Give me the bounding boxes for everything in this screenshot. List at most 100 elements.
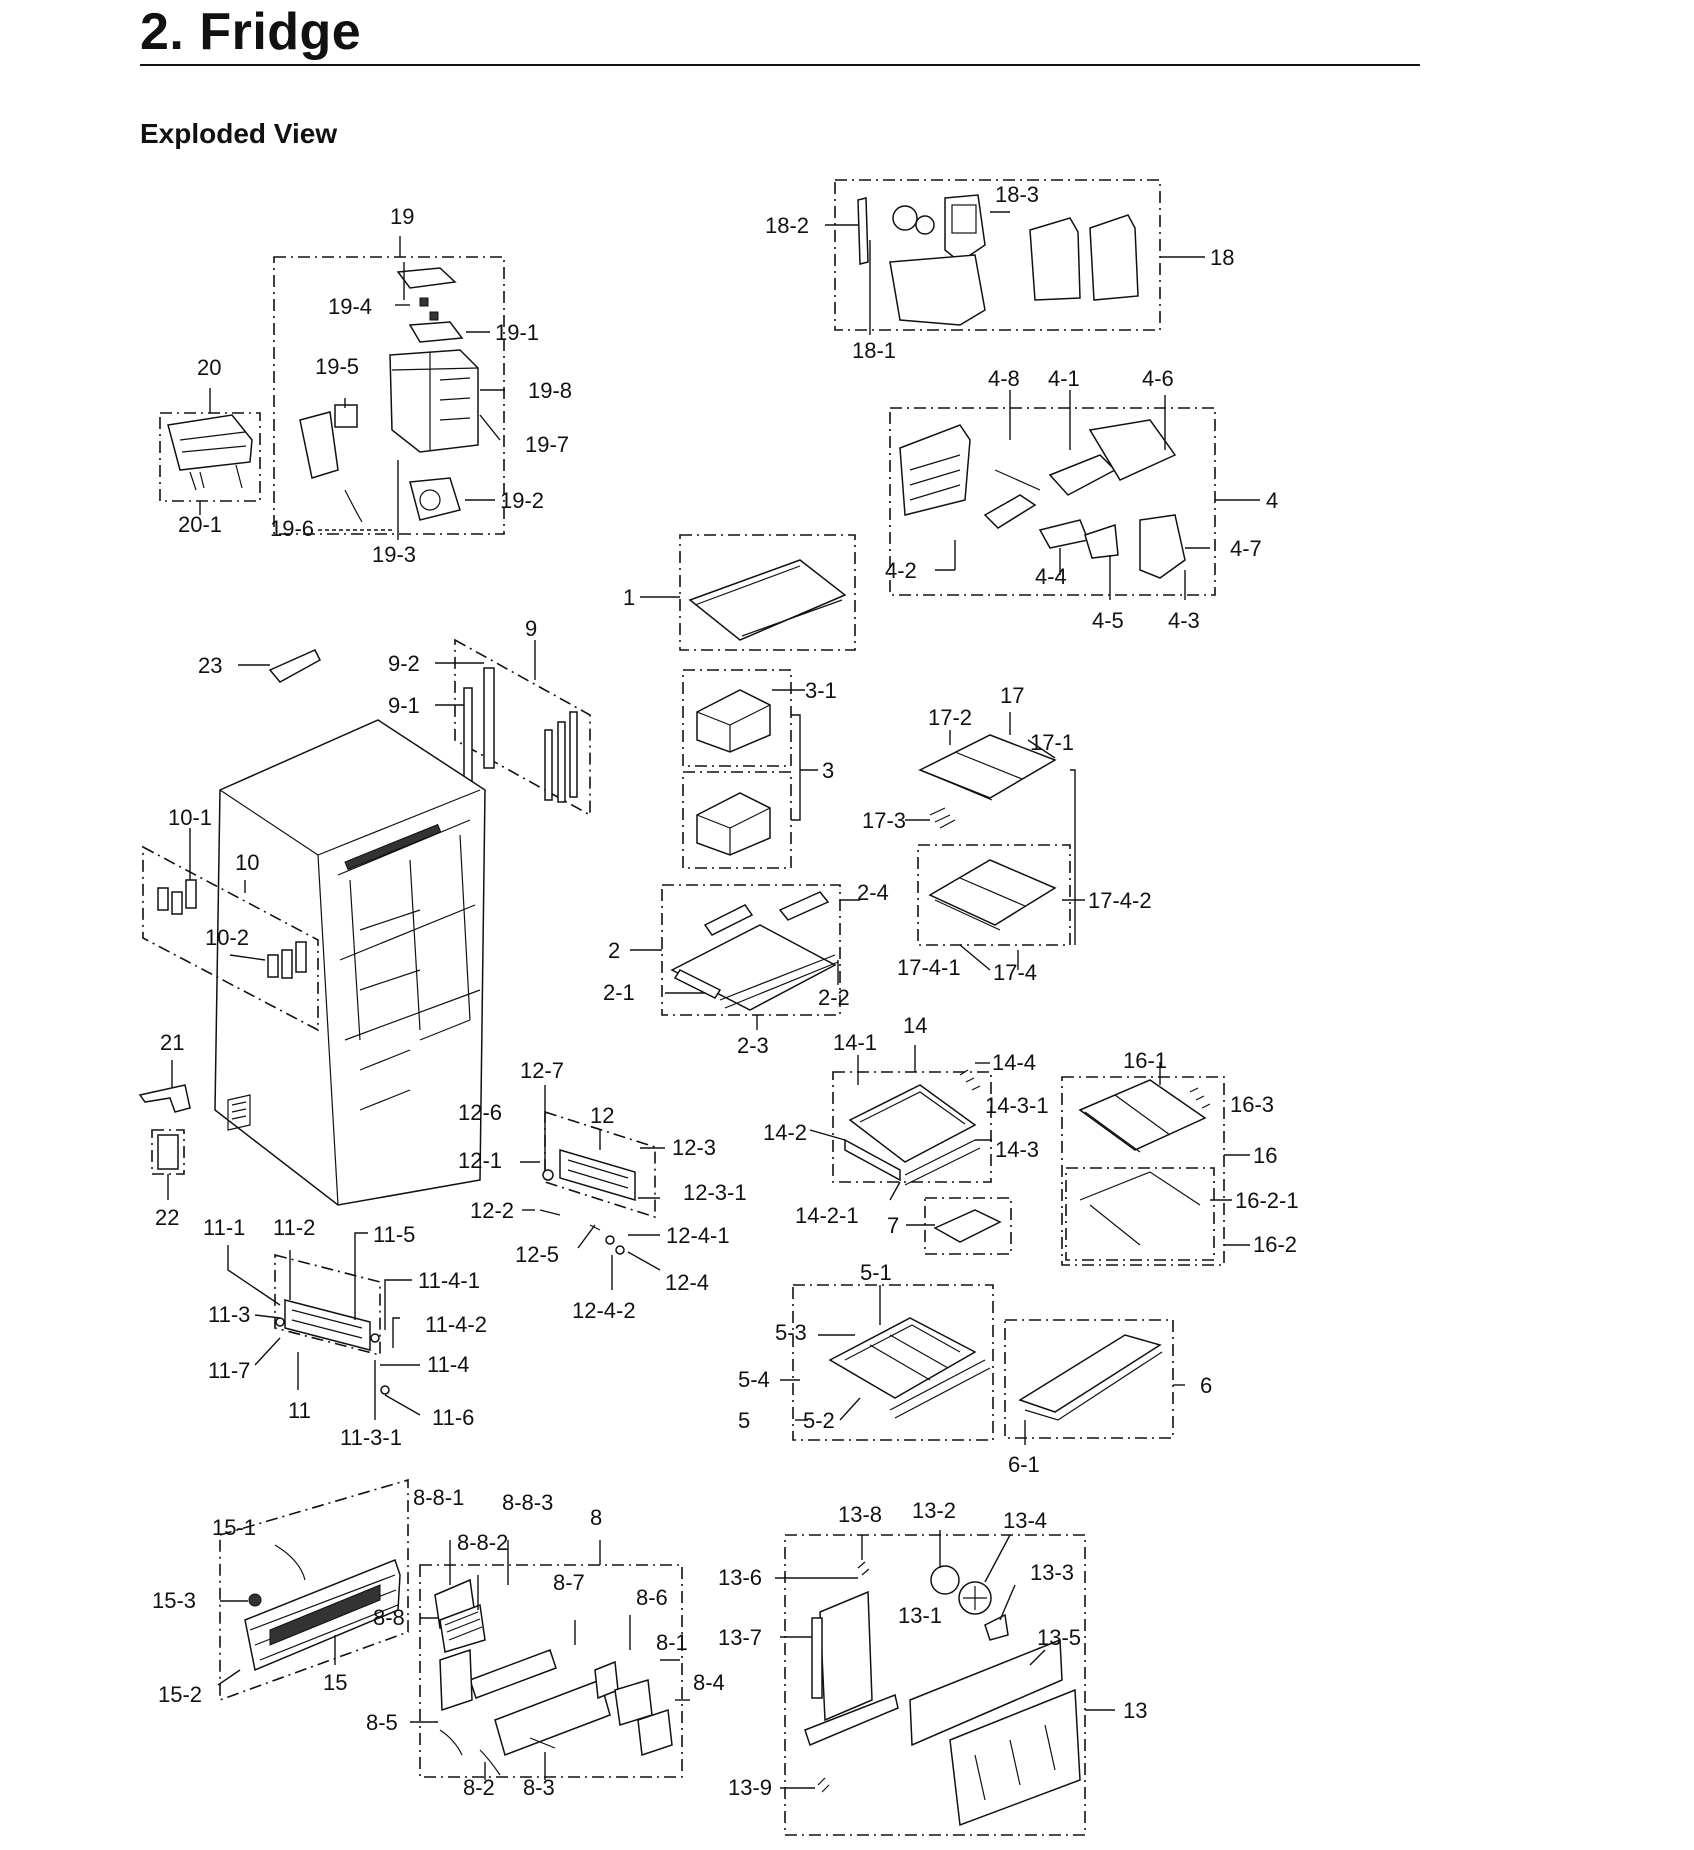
part-18-cover-a bbox=[1029, 217, 1081, 301]
callout-19-3: 19-3 bbox=[372, 542, 416, 567]
callout-2-3: 2-3 bbox=[737, 1033, 769, 1058]
callout-12-7: 12-7 bbox=[520, 1058, 564, 1083]
part-14-2 bbox=[844, 1138, 901, 1182]
group-box-1 bbox=[679, 534, 856, 651]
callout-7: 7 bbox=[887, 1213, 899, 1238]
part-23-bracket bbox=[268, 649, 321, 683]
part-19-gasket bbox=[396, 267, 457, 289]
callout-13-5: 13-5 bbox=[1037, 1625, 1081, 1650]
callout-12-3: 12-3 bbox=[672, 1135, 716, 1160]
group-box-2 bbox=[661, 884, 841, 1016]
part-8-1 bbox=[594, 1660, 619, 1700]
part-9-1 bbox=[463, 687, 473, 784]
callout-8-8: 8-8 bbox=[373, 1605, 405, 1630]
fridge-cabinet bbox=[214, 719, 486, 1206]
callout-11-3-1: 11-3-1 bbox=[340, 1425, 402, 1450]
callout-11-3: 11-3 bbox=[208, 1302, 250, 1327]
part-1-shelf bbox=[688, 559, 847, 641]
callout-11: 11 bbox=[288, 1398, 311, 1423]
cabinet-shell bbox=[214, 719, 486, 1206]
part-2-tray bbox=[670, 924, 837, 1011]
callout-8-3: 8-3 bbox=[523, 1775, 555, 1800]
callout-10-1: 10-1 bbox=[168, 805, 212, 830]
callout-17-1: 17-1 bbox=[1030, 730, 1074, 755]
callout-11-4: 11-4 bbox=[427, 1352, 469, 1377]
part-6 bbox=[1018, 1334, 1162, 1413]
callout-20-1: 20-1 bbox=[178, 512, 222, 537]
callout-11-5: 11-5 bbox=[373, 1222, 415, 1247]
callout-18-3: 18-3 bbox=[995, 182, 1039, 207]
part-3-drawer-a bbox=[696, 689, 771, 753]
callout-16-3: 16-3 bbox=[1230, 1092, 1274, 1117]
callout-17-3: 17-3 bbox=[862, 808, 906, 833]
callout-14-3-1: 14-3-1 bbox=[985, 1093, 1049, 1118]
callout-17-2: 17-2 bbox=[928, 705, 972, 730]
callout-9-1: 9-1 bbox=[388, 693, 420, 718]
callout-11-6: 11-6 bbox=[432, 1405, 474, 1430]
part-4-5 bbox=[1084, 523, 1119, 559]
callout-2-4: 2-4 bbox=[857, 880, 889, 905]
assembly-13 bbox=[775, 1530, 1115, 1836]
callout-4-1: 4-1 bbox=[1048, 366, 1080, 391]
callout-1: 1 bbox=[623, 585, 635, 610]
part-19-1 bbox=[408, 321, 464, 343]
group-box-18 bbox=[834, 179, 1161, 331]
assembly-14 bbox=[809, 1045, 992, 1201]
callout-12-4-2: 12-4-2 bbox=[572, 1298, 636, 1323]
assembly-2 bbox=[630, 884, 860, 1030]
callout-8-2: 8-2 bbox=[463, 1775, 495, 1800]
callout-15-3: 15-3 bbox=[152, 1588, 196, 1613]
callout-19-6: 19-6 bbox=[270, 516, 314, 541]
assembly-18 bbox=[825, 179, 1205, 335]
assembly-3 bbox=[682, 669, 818, 869]
assembly-1 bbox=[640, 534, 856, 651]
callout-5-3: 5-3 bbox=[775, 1320, 807, 1345]
assembly-20 bbox=[159, 388, 261, 515]
callout-18: 18 bbox=[1210, 245, 1234, 270]
callout-19: 19 bbox=[390, 204, 414, 229]
callout-11-2: 11-2 bbox=[273, 1215, 315, 1240]
callout-8-8-2: 8-8-2 bbox=[457, 1530, 508, 1555]
group-box-10 bbox=[142, 845, 319, 1032]
part-12-3 bbox=[559, 1148, 636, 1202]
callout-13-7: 13-7 bbox=[718, 1625, 762, 1650]
part-19-2 bbox=[409, 477, 461, 521]
group-box-4 bbox=[889, 407, 1216, 596]
callout-2-2: 2-2 bbox=[818, 985, 850, 1010]
part-13-3 bbox=[984, 1613, 1009, 1641]
title-rule bbox=[140, 64, 1420, 66]
part-13-7 bbox=[811, 1617, 823, 1699]
callout-4-6: 4-6 bbox=[1142, 366, 1174, 391]
callout-4-5: 4-5 bbox=[1092, 608, 1124, 633]
callout-4-8: 4-8 bbox=[988, 366, 1020, 391]
callout-2: 2 bbox=[608, 938, 620, 963]
section-heading: Exploded View bbox=[140, 118, 338, 149]
callout-12-5: 12-5 bbox=[515, 1242, 559, 1267]
assembly-8 bbox=[410, 1540, 690, 1780]
callout-9: 9 bbox=[525, 616, 537, 641]
callout-12-6: 12-6 bbox=[458, 1100, 502, 1125]
part-8-7 bbox=[469, 1649, 557, 1699]
part-8-4-b bbox=[637, 1708, 673, 1757]
callout-12: 12 bbox=[590, 1103, 614, 1128]
part-4-auger-a bbox=[983, 494, 1037, 529]
callout-14: 14 bbox=[903, 1013, 927, 1038]
group-box-9 bbox=[454, 638, 591, 817]
group-box-13 bbox=[784, 1534, 1086, 1836]
callout-13-4: 13-4 bbox=[1003, 1508, 1047, 1533]
callout-19-5: 19-5 bbox=[315, 354, 359, 379]
assembly-15 bbox=[217, 1478, 409, 1702]
callout-8-4: 8-4 bbox=[693, 1670, 725, 1695]
callout-8-1: 8-1 bbox=[656, 1630, 688, 1655]
callout-16-2-1: 16-2-1 bbox=[1235, 1188, 1299, 1213]
callout-12-2: 12-2 bbox=[470, 1198, 514, 1223]
assembly-17 bbox=[905, 712, 1085, 971]
group-box-17-4 bbox=[917, 844, 1071, 946]
callout-15: 15 bbox=[323, 1670, 347, 1695]
callout-17-4-2: 17-4-2 bbox=[1088, 888, 1152, 913]
callout-14-3: 14-3 bbox=[995, 1137, 1039, 1162]
assembly-11 bbox=[227, 1232, 421, 1420]
callout-19-7: 19-7 bbox=[525, 432, 569, 457]
group-box-19 bbox=[273, 256, 505, 535]
assembly-16 bbox=[1061, 1062, 1250, 1266]
